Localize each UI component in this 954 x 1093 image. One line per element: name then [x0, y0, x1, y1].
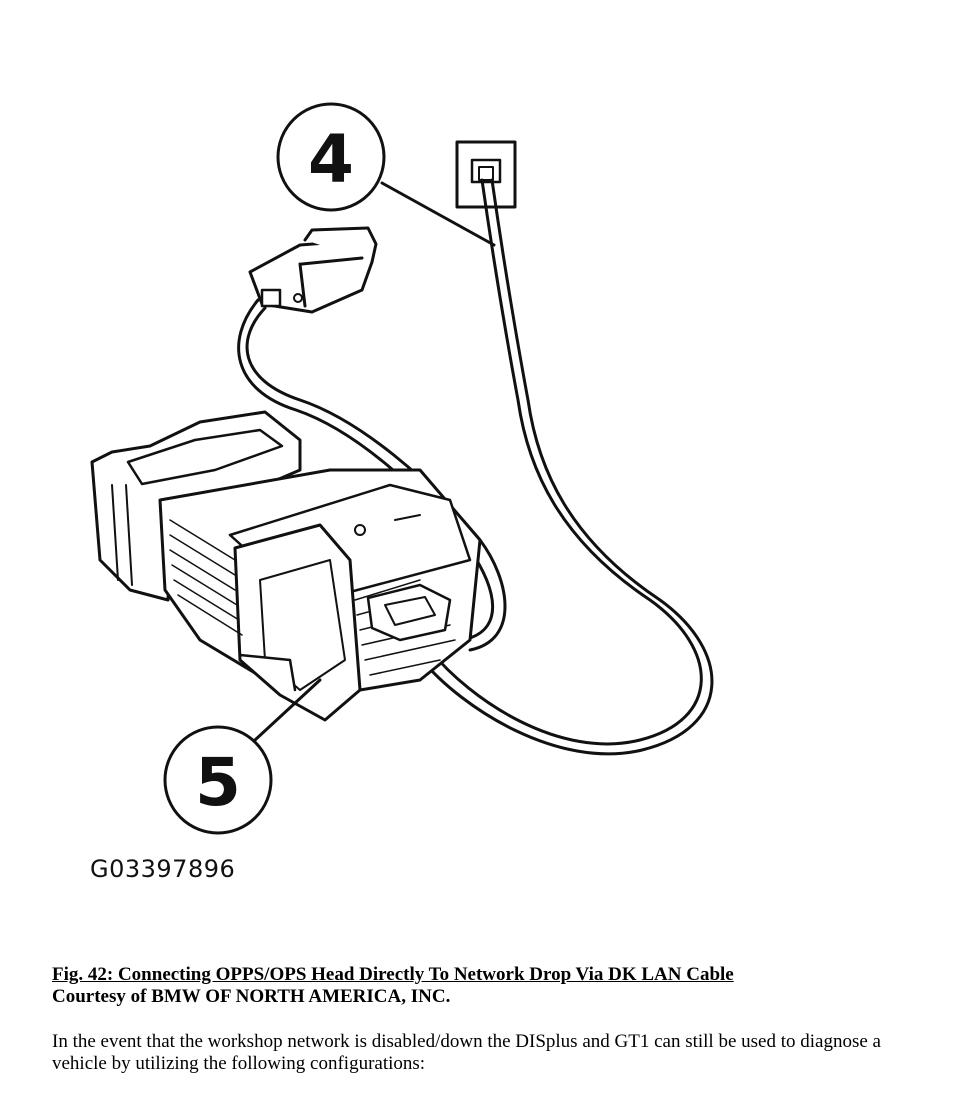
callout-4	[276, 102, 496, 247]
caption-title: Fig. 42: Connecting OPPS/OPS Head Direct…	[52, 964, 734, 985]
obd-cable	[237, 298, 507, 652]
callout-5	[163, 678, 322, 835]
opps-ops-head	[90, 410, 482, 722]
figure-id: G03397896	[90, 855, 236, 883]
lan-cable	[420, 178, 714, 756]
callout-4-label: 4	[308, 121, 354, 198]
callout-5-label: 5	[195, 744, 241, 821]
obd-connector	[248, 226, 378, 314]
device-illustration: 4 5	[90, 102, 714, 835]
caption-credit: Courtesy of BMW OF NORTH AMERICA, INC.	[52, 986, 451, 1007]
body-paragraph: In the event that the workshop network i…	[52, 1031, 881, 1074]
